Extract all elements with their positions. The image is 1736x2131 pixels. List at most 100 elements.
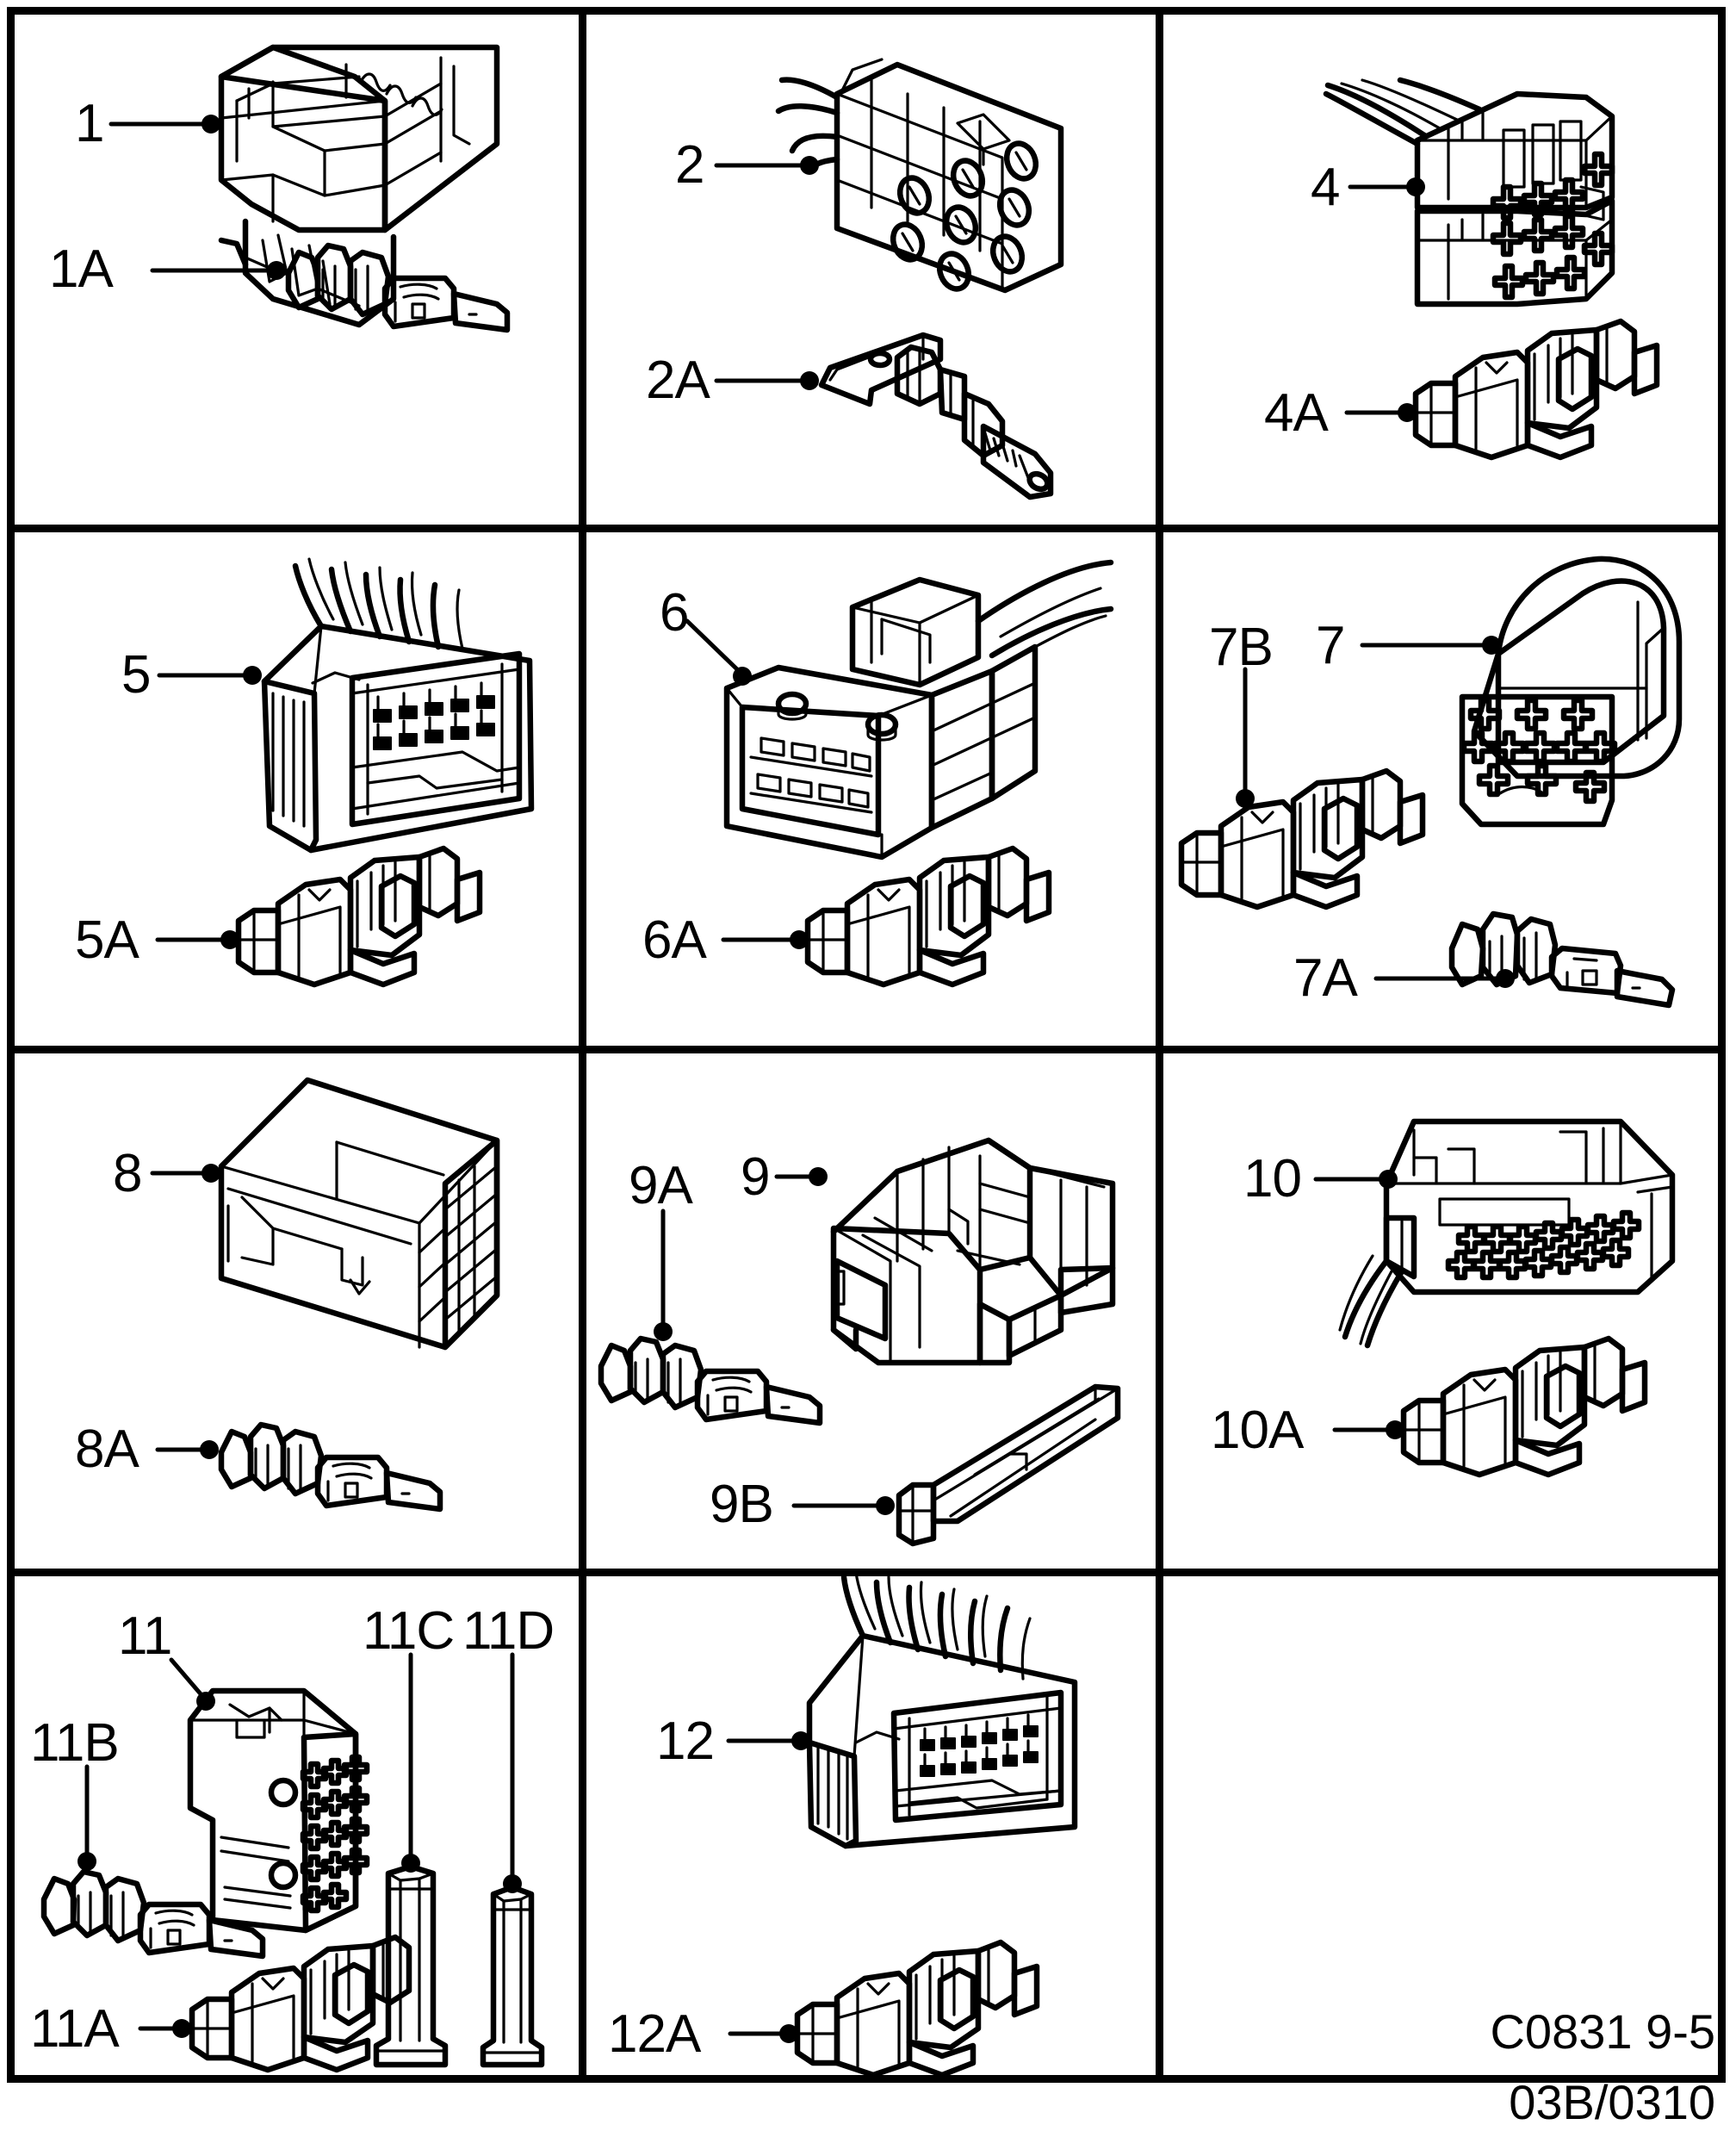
leader-dot-2: [800, 156, 819, 175]
caption-sheet-number: 03B/0310: [1509, 2075, 1715, 2129]
leader-dot-4A: [1398, 403, 1417, 422]
callout-label-10A: 10A: [1211, 1401, 1304, 1460]
connector-body-12: [806, 1570, 1078, 1849]
callout-label-7A: 7A: [1293, 948, 1358, 1008]
callout-label-8: 8: [113, 1144, 142, 1203]
illustration-connector-10: [1313, 1118, 1676, 1478]
callout-label-7: 7: [1316, 616, 1345, 675]
terminal-1A: [285, 242, 511, 333]
illustration-connector-9: [598, 1137, 1121, 1547]
callout-label-6A: 6A: [642, 910, 707, 970]
grid-horizontal-divider-3: [15, 1569, 1718, 1576]
connector-body-7: [1459, 556, 1683, 828]
cell-part-12: 12 12A: [579, 1569, 1135, 2076]
leader-dot-11A: [172, 2019, 191, 2038]
cell-part-1: 1 1A: [15, 15, 571, 525]
leader-dot-8: [202, 1164, 220, 1183]
terminal-2A: [818, 332, 1054, 500]
terminal-10A: [1400, 1335, 1648, 1478]
grid-horizontal-divider-2: [15, 1046, 1718, 1053]
grid-horizontal-divider-1: [15, 525, 1718, 532]
illustration-connector-4: [1323, 77, 1660, 461]
callout-label-1A: 1A: [49, 239, 114, 299]
illustration-connector-12: [726, 1570, 1078, 2076]
terminal-11A: [138, 1934, 412, 2073]
leader-dot-9B: [876, 1496, 895, 1515]
callout-label-1: 1: [75, 94, 104, 153]
leader-dot-11B: [78, 1852, 96, 1871]
callout-label-11: 11: [118, 1606, 172, 1666]
leader-dot-8A: [200, 1440, 219, 1459]
illustration-connector-11: [40, 1652, 545, 2073]
callout-label-12A: 12A: [608, 2004, 701, 2064]
leader-dot-12A: [779, 2024, 798, 2043]
connector-body-11: [187, 1687, 370, 1934]
callout-label-9: 9: [741, 1147, 770, 1207]
terminal-8A: [218, 1421, 443, 1513]
cell-part-10: 10 10A: [1156, 1046, 1712, 1560]
wedge-9B: [896, 1383, 1121, 1547]
connector-body-5: [261, 557, 535, 854]
leader-dot-5: [243, 666, 262, 685]
callout-label-11B: 11B: [30, 1713, 120, 1773]
callout-label-5: 5: [121, 645, 151, 705]
callout-label-9A: 9A: [629, 1156, 693, 1215]
callout-label-8A: 8A: [75, 1420, 140, 1479]
wedge-11D: [480, 1884, 545, 2068]
callout-label-10: 10: [1243, 1149, 1302, 1208]
terminal-12A: [794, 1939, 1040, 2076]
terminal-6A: [804, 845, 1052, 988]
cell-part-5: 5 5A: [15, 525, 571, 1039]
leader-line-11: [169, 1657, 205, 1699]
cell-part-2: 2 2A: [579, 15, 1135, 525]
cell-part-4: 4 4A: [1156, 15, 1712, 525]
leader-dot-9: [809, 1167, 828, 1186]
illustration-connector-2: [714, 58, 1064, 500]
connector-body-4: [1323, 77, 1615, 308]
leader-dot-12: [791, 1731, 810, 1750]
illustration-connector-8: [150, 1077, 500, 1513]
leader-dot-6A: [790, 930, 809, 949]
illustration-connector-7: [1178, 556, 1683, 1009]
cell-part-7: 7 7B 7A: [1156, 525, 1712, 1039]
grid-vertical-divider-2: [1156, 15, 1163, 2075]
connector-body-10: [1338, 1118, 1676, 1349]
callout-label-11D: 11D: [462, 1601, 555, 1661]
cell-empty: [1156, 1569, 1712, 2076]
terminal-7A: [1448, 910, 1676, 1009]
leader-dot-9A: [654, 1322, 673, 1341]
leader-dot-1A: [267, 261, 286, 280]
callout-label-12: 12: [656, 1712, 715, 1771]
illustration-connector-5: [155, 557, 535, 988]
terminal-11B: [40, 1868, 266, 1960]
terminal-7B: [1178, 767, 1426, 910]
cell-part-9: 9 9A 9B: [579, 1046, 1135, 1560]
connector-body-2: [775, 58, 1064, 294]
leader-dot-2A: [800, 371, 819, 390]
grid-frame: [7, 7, 1726, 2083]
callout-label-4: 4: [1311, 158, 1340, 217]
leader-dot-10A: [1386, 1420, 1404, 1439]
terminal-9A: [598, 1335, 823, 1426]
illustration-connector-6: [685, 559, 1114, 988]
connector-body-6: [723, 559, 1114, 860]
callout-label-11C: 11C: [363, 1601, 455, 1661]
illustration-connector-1: [108, 44, 511, 333]
terminal-4A: [1412, 318, 1660, 461]
connector-body-8: [218, 1077, 500, 1351]
cell-part-11: 11 11B 11A 11C 11D: [15, 1569, 571, 2076]
callout-label-2: 2: [675, 135, 704, 195]
callout-label-11A: 11A: [30, 1999, 120, 2059]
terminal-5A: [235, 845, 483, 988]
connector-body-1: [218, 44, 500, 328]
grid-vertical-divider-1: [579, 15, 586, 2075]
callout-label-6: 6: [660, 583, 689, 643]
connector-body-9: [830, 1137, 1116, 1366]
leader-line-6: [685, 618, 741, 674]
leader-dot-7B: [1236, 789, 1255, 808]
cell-part-8: 8 8A: [15, 1046, 571, 1560]
callout-label-4A: 4A: [1264, 383, 1329, 443]
callout-label-7B: 7B: [1209, 618, 1274, 677]
wedge-11C: [373, 1863, 449, 2068]
